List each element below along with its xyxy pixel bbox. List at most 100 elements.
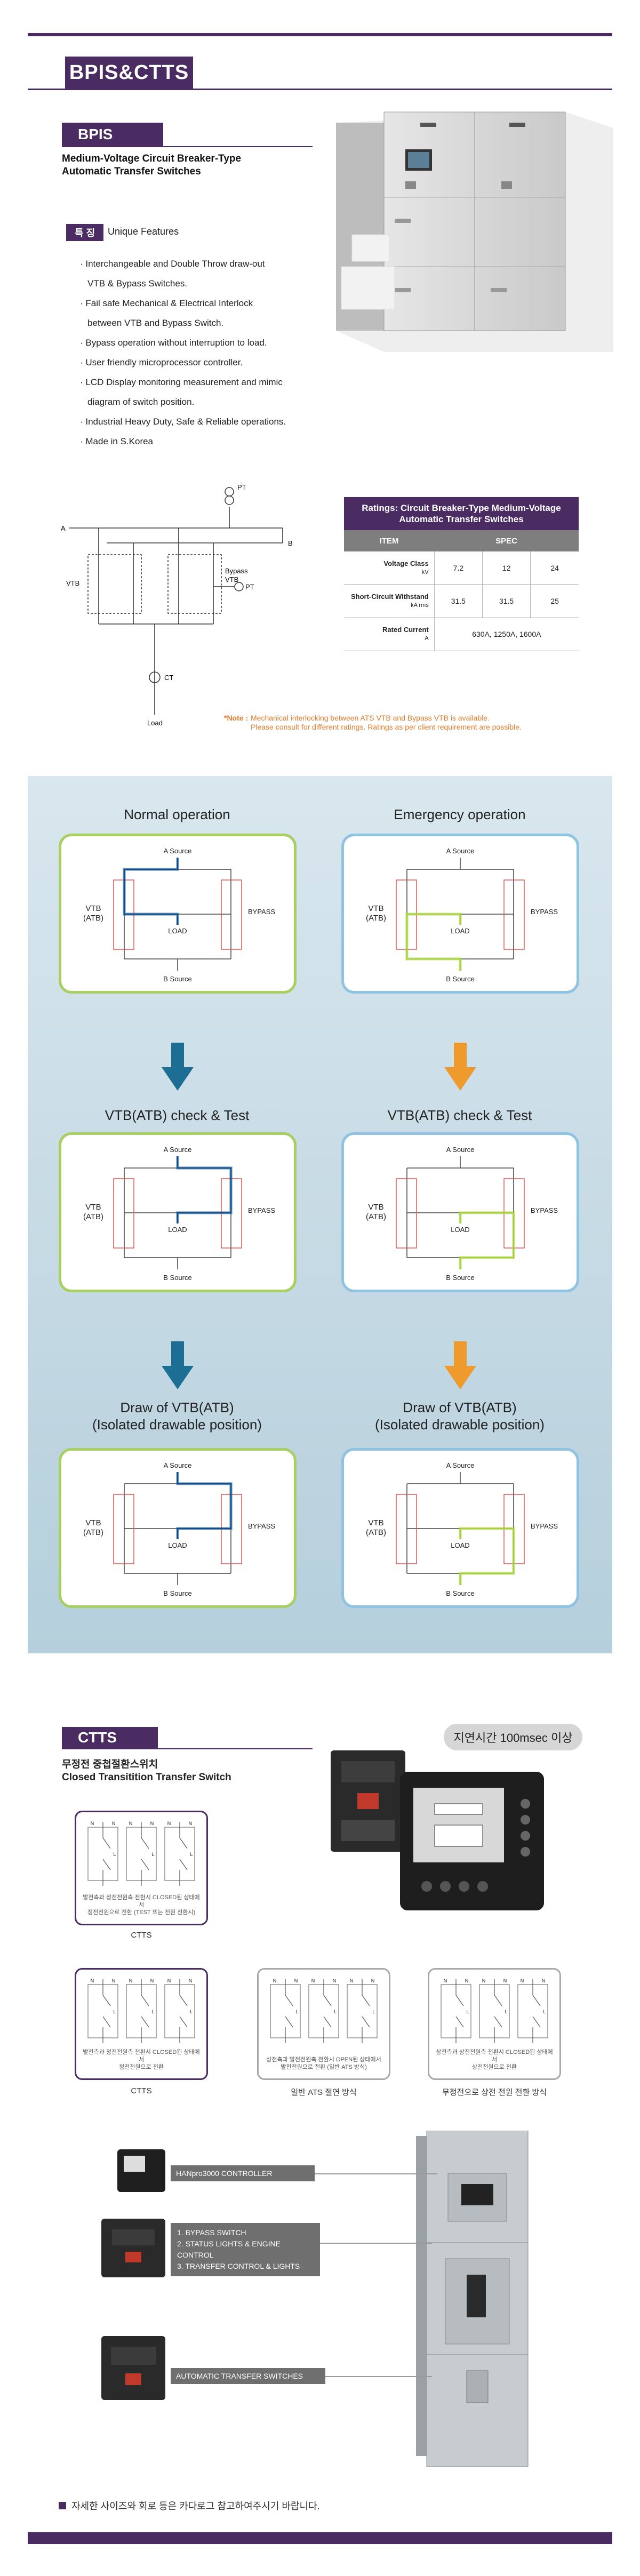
diagram-label-a: A (61, 524, 66, 532)
active-path (177, 1472, 232, 1539)
arrow-down-icon (162, 1043, 194, 1091)
card-caption: 일반 ATS 절연 방식 (291, 2088, 357, 2097)
bypass-switch-image (101, 2219, 165, 2277)
diagram-label-load: Load (147, 719, 163, 727)
a-source-label: A Source (446, 1146, 475, 1154)
atb-label: (ATB) (366, 1528, 386, 1537)
controller-button (440, 1881, 451, 1892)
column-header-item: ITEM (344, 530, 435, 551)
active-path (459, 1212, 515, 1269)
switch-label-l: L (372, 2009, 375, 2014)
switch-blade (532, 1995, 541, 2006)
a-source-label: A Source (446, 1461, 475, 1469)
breaker-button (357, 1793, 379, 1809)
vtb-label: VTB (85, 1518, 101, 1527)
switch-label-n: N (333, 1978, 337, 1983)
card-description-line: 발전측과 정전전원측 전환시 CLOSED된 상태에서 (83, 1894, 200, 1908)
table-cell: 25 (530, 585, 579, 618)
bottom-note: 자세한 사이즈와 회로 등은 카다로그 참고하여주시기 바랍니다. (59, 2499, 320, 2513)
title-check-left: VTB(ATB) check & Test (105, 1107, 250, 1123)
arrow-down-shape (444, 1043, 476, 1091)
switch-label-l: L (190, 2009, 193, 2014)
cabinet-panel (466, 2370, 489, 2403)
page-title: BPIS&CTTS (65, 57, 193, 89)
b-source-label: B Source (446, 1589, 474, 1597)
table-cell: 24 (530, 551, 579, 585)
switch-label-n: N (273, 1978, 277, 1983)
ats-button (125, 2373, 141, 2385)
title-divider (28, 89, 612, 90)
title-check-right: VTB(ATB) check & Test (387, 1107, 532, 1123)
switch-blade (179, 1995, 188, 2006)
switch-label-l: L (190, 1852, 193, 1857)
row-unit: A (425, 635, 429, 642)
bpis-subtitle: Medium-Voltage Circuit Breaker-Type Auto… (62, 153, 241, 178)
switch-blade (102, 1859, 111, 1870)
card-description-line: 상전측과 발전전원측 전환시 OPEN된 상태에서 (266, 2057, 381, 2063)
single-line-diagram: A B PT PT VTB Bypass VTB CT Load (61, 483, 293, 727)
b-source-label: B Source (163, 1274, 191, 1282)
arrow-down-icon (444, 1341, 476, 1389)
feature-list: · Interchangeable and Double Throw draw-… (80, 254, 331, 451)
card-description-line: 정전전원으로 전환 (118, 2064, 164, 2070)
bypass-label: BYPASS (531, 1522, 558, 1530)
nameplate (420, 123, 436, 127)
cabinet-controller (461, 2184, 493, 2205)
arrow-down-icon (444, 1043, 476, 1091)
b-source-label: B Source (163, 975, 191, 983)
a-source-label: A Source (164, 1146, 192, 1154)
row-label-text: Voltage Class (383, 559, 429, 567)
bypass-switch-body (101, 2219, 165, 2277)
switch-blade (102, 1837, 111, 1849)
diagram-label-pt-right: PT (245, 583, 254, 591)
card-description-line: 발전전원으로 전환 (일반 ATS 방식) (281, 2064, 367, 2070)
ctts-subtitle: 무정전 중첩절환스위치 Closed Transitition Transfer… (62, 1758, 231, 1784)
component-list-item: 1. BYPASS SWITCH (177, 2228, 246, 2237)
vtb-label: VTB (368, 904, 383, 913)
note-label: *Note : (224, 714, 249, 722)
title-draw-left-line1: Draw of VTB(ATB) (120, 1399, 234, 1415)
handle (395, 288, 411, 292)
switch-label-n: N (150, 1978, 154, 1983)
switch-blade (179, 1837, 188, 1849)
switch-label-n: N (112, 1821, 116, 1826)
load-label: LOAD (168, 927, 187, 935)
switch-label-l: L (113, 1852, 116, 1857)
card-description-line: 상전측과 상전전원측 전환시 CLOSED된 상태에서 (436, 2049, 553, 2063)
a-source-label: A Source (164, 1461, 192, 1469)
table-cell: 7.2 (434, 551, 483, 585)
title-draw-right-line2: (Isolated drawable position) (375, 1417, 545, 1433)
switch-label-n: N (189, 1978, 193, 1983)
features-tag: 특 징 (66, 224, 103, 241)
ats-image (101, 2336, 165, 2400)
ctts-subtitle-ko: 무정전 중첩절환스위치 (62, 1759, 158, 1770)
breaker-panel (341, 1820, 395, 1841)
ct-symbol (149, 671, 161, 683)
bypass-label: BYPASS (531, 908, 558, 916)
controller-button (459, 1881, 469, 1892)
active-path (177, 1156, 232, 1223)
list-item: VTB & Bypass Switches. (87, 278, 188, 289)
switch-blade (494, 2016, 502, 2028)
label-component-list: 1. BYPASS SWITCH 2. STATUS LIGHTS & ENGI… (171, 2223, 320, 2276)
title-draw-left: Draw of VTB(ATB) (Isolated drawable posi… (44, 1399, 310, 1433)
bypass-label: BYPASS (531, 1206, 558, 1214)
controller-thumbnail-screen (124, 2156, 145, 2172)
switch-blade (285, 2016, 293, 2028)
pt-top-symbol (225, 495, 234, 505)
switch-label-n: N (189, 1821, 193, 1826)
switch-label-l: L (466, 2009, 469, 2014)
switch-label-n: N (167, 1821, 171, 1826)
table-cell: 31.5 (482, 585, 531, 618)
